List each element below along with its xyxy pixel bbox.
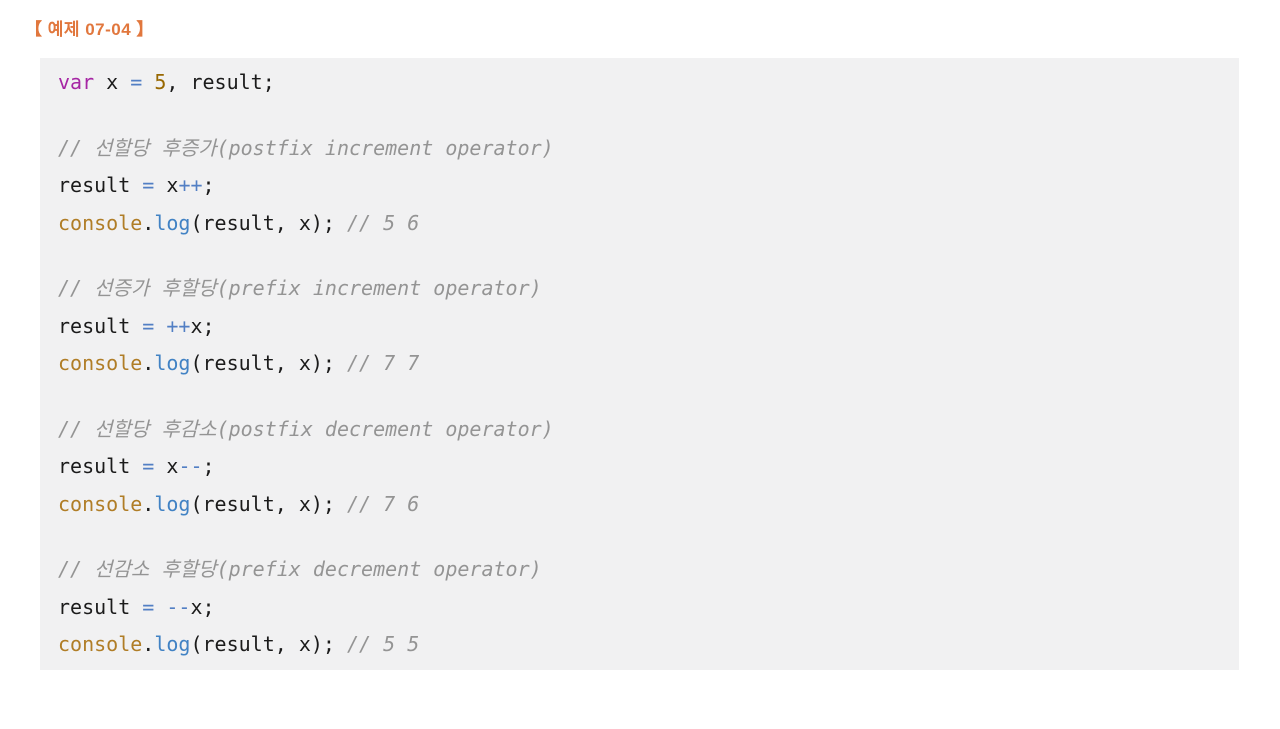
code-token-plain [142,70,154,94]
code-token-comment: // 선증가 후할당(prefix increment operator) [58,276,542,300]
code-token-plain [154,595,166,619]
code-token-plain: result [58,594,143,619]
code-line: result = x--; [58,448,1239,486]
code-line: // 선할당 후증가(postfix increment operator) [58,130,1239,168]
code-token-operator: = [142,173,155,197]
code-token-operator: -- [178,454,203,478]
code-token-comment: // 7 6 [347,491,420,516]
code-token-builtin: console [58,351,143,375]
code-token-operator: = [142,454,155,478]
code-token-plain: (result, x); [190,210,348,235]
code-token-plain: . [142,210,155,235]
code-token-comment: // 선할당 후증가(postfix increment operator) [58,135,554,160]
code-token-plain: . [142,491,155,516]
code-token-plain: . [142,351,155,375]
code-token-comment: // 7 7 [347,351,420,375]
code-line: // 선할당 후감소(postfix decrement operator) [58,411,1239,449]
code-line-blank [58,102,1239,130]
code-token-plain: (result, x); [190,632,348,656]
code-token-plain: (result, x); [190,351,348,375]
code-line-blank [58,523,1239,551]
code-token-function: log [154,210,191,235]
code-token-plain: ; [202,173,215,197]
code-line: // 선증가 후할당(prefix increment operator) [58,270,1239,308]
code-line: result = x++; [58,167,1239,205]
code-line-blank [58,242,1239,270]
document: 【 예제 07-04 】 var x = 5, result; // 선할당 후증… [0,18,1280,670]
code-token-comment: // 5 5 [347,632,420,656]
code-block: var x = 5, result; // 선할당 후증가(postfix inc… [40,58,1239,670]
code-line: console.log(result, x); // 5 5 [58,626,1239,664]
code-token-operator: = [130,70,143,94]
code-token-plain: (result, x); [190,491,348,516]
code-token-plain: ; [202,454,215,478]
code-line: console.log(result, x); // 7 7 [58,345,1239,383]
code-token-plain: x [154,173,179,197]
code-token-builtin: console [58,210,143,235]
code-token-operator: = [142,313,155,338]
code-token-plain: x; [190,594,215,619]
code-token-plain: x [154,454,179,478]
code-token-plain: result [58,454,143,478]
code-token-operator: -- [166,594,191,619]
code-token-operator: ++ [166,313,191,338]
code-line: // 선감소 후할당(prefix decrement operator) [58,551,1239,589]
page: { "header": { "label": "【 예제 07-04 】", "… [0,18,1280,729]
code-token-keyword: var [58,70,95,94]
code-token-builtin: console [58,491,143,516]
code-token-builtin: console [58,632,143,656]
code-line: result = --x; [58,589,1239,627]
code-token-plain: x [94,70,131,94]
code-token-number: 5 [154,70,167,94]
code-token-plain: . [142,632,155,656]
code-line: var x = 5, result; [58,64,1239,102]
code-token-plain [154,314,166,338]
code-line: console.log(result, x); // 5 6 [58,205,1239,243]
code-token-plain: result [58,313,143,338]
code-token-comment: // 5 6 [347,210,420,235]
code-line-blank [58,383,1239,411]
code-line: console.log(result, x); // 7 6 [58,486,1239,524]
code-token-operator: = [142,594,155,619]
code-token-plain: x; [190,313,215,338]
code-token-plain: , result; [166,70,275,94]
code-token-comment: // 선할당 후감소(postfix decrement operator) [58,416,554,441]
code-token-function: log [154,491,191,516]
code-token-function: log [154,632,191,656]
example-title: 【 예제 07-04 】 [25,20,154,39]
code-token-comment: // 선감소 후할당(prefix decrement operator) [58,557,542,581]
code-token-function: log [154,351,191,375]
code-token-operator: ++ [178,173,203,197]
code-line: result = ++x; [58,308,1239,346]
code-token-plain: result [58,173,143,197]
